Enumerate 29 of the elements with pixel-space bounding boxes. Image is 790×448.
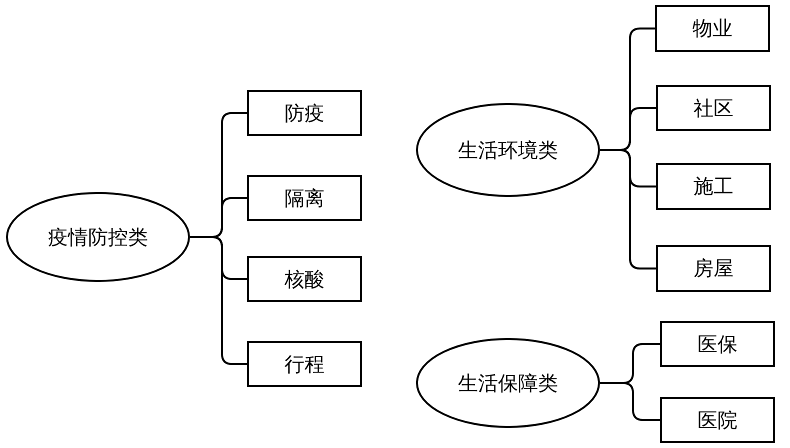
item-box (656, 85, 771, 131)
node-label: 行程 (284, 350, 324, 378)
connector-line (190, 236, 247, 365)
node-label: 房屋 (694, 255, 734, 282)
node-label: 物业 (692, 15, 732, 42)
node-label: 生活环境类 (458, 136, 558, 164)
node-label: 核酸 (284, 266, 324, 292)
connector-line (600, 149, 656, 270)
node-label: 防疫 (284, 100, 324, 126)
item-box (655, 5, 770, 52)
connector-line (600, 382, 660, 421)
item-box (660, 321, 775, 367)
item-box (247, 175, 362, 221)
category-ellipse (6, 192, 190, 282)
category-ellipse (416, 338, 600, 428)
node-label: 医保 (698, 330, 738, 358)
node-label: 社区 (694, 94, 734, 122)
item-box (247, 90, 362, 136)
node-label: 生活保障类 (458, 370, 558, 396)
node-label: 疫情防控类 (48, 224, 148, 250)
node-label: 隔离 (284, 184, 324, 212)
category-ellipse (416, 103, 600, 197)
node-label: 施工 (694, 173, 734, 200)
item-box (247, 256, 362, 302)
item-box (660, 397, 775, 443)
item-box (656, 163, 771, 210)
node-label: 医院 (698, 406, 738, 434)
item-box (247, 341, 362, 387)
item-box (656, 245, 771, 292)
